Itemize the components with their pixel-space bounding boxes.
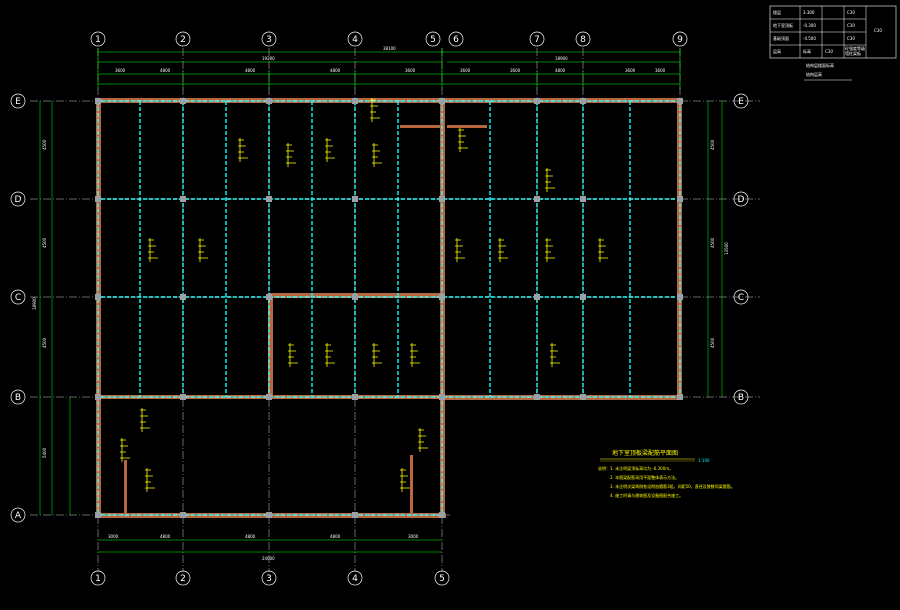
dim-left-total: 18900 bbox=[32, 297, 37, 310]
tb-row2-name: 地下室顶板 bbox=[773, 22, 793, 28]
wall-stair-1 bbox=[124, 460, 127, 515]
dim-bottom-span-2: 4800 bbox=[160, 534, 171, 539]
axis-top-3: 3 bbox=[266, 35, 272, 45]
dim-right-total: 13500 bbox=[724, 242, 729, 255]
tb-row1-grade: C30 bbox=[847, 10, 855, 15]
wall-stair-3 bbox=[400, 125, 440, 128]
note-2: 2. 本图梁配筋采用平面整体表示方法。 bbox=[610, 474, 679, 480]
axis-labels-bottom: 1 2 3 4 5 bbox=[95, 574, 445, 584]
note-4: 4. 施工时请与建筑图及设备图配合施工。 bbox=[610, 492, 683, 498]
dim-top-span-5: 3600 bbox=[405, 68, 416, 73]
tb-row4-col3: C30 bbox=[825, 49, 833, 54]
dim-bottom-total: 24000 bbox=[262, 556, 275, 561]
axis-labels-top: 1 2 3 4 5 6 7 8 9 bbox=[95, 35, 683, 45]
tb-row4-col5: 墙柱梁板 bbox=[845, 50, 861, 56]
drawing-scale: 1:100 bbox=[698, 458, 710, 463]
tb-row1-level: 3.300 bbox=[803, 10, 815, 15]
dim-top-span-4: 4800 bbox=[330, 68, 341, 73]
dim-left-span-1: 4500 bbox=[42, 139, 47, 150]
note-3: 3. 未注明次梁两侧各设附加箍筋3组，间距50，直径及肢数同梁箍筋。 bbox=[610, 483, 735, 489]
dim-top-span-3: 4800 bbox=[245, 68, 256, 73]
axis-right-d: D bbox=[738, 195, 745, 205]
dim-top-span-9: 3600 bbox=[625, 68, 636, 73]
tb-row1-name: 楼层 bbox=[773, 9, 781, 15]
axis-top-5: 5 bbox=[430, 35, 436, 45]
dim-top-span-1: 3600 bbox=[115, 68, 126, 73]
dim-top-right-total: 18900 bbox=[555, 56, 568, 61]
axis-top-4: 4 bbox=[352, 35, 358, 45]
axis-left-b: B bbox=[15, 393, 21, 403]
axis-bottom-1: 1 bbox=[95, 574, 101, 584]
axis-right-e: E bbox=[738, 97, 744, 107]
dim-bottom-span-5: 3000 bbox=[408, 534, 419, 539]
dim-left-span-2: 4500 bbox=[42, 237, 47, 248]
dim-top-span-7: 3600 bbox=[510, 68, 521, 73]
axis-bottom-5: 5 bbox=[439, 574, 445, 584]
tb-row4-col1: 层高 bbox=[773, 48, 781, 54]
drawing-title: 地下室顶板梁配筋平面图 bbox=[612, 449, 678, 457]
wall-mid-3 bbox=[268, 293, 273, 399]
tb-caption-2: 结构层高 bbox=[806, 71, 822, 77]
dim-bottom-span-4: 4800 bbox=[330, 534, 341, 539]
dim-left-span-3: 4500 bbox=[42, 337, 47, 348]
axis-top-2: 2 bbox=[180, 35, 186, 45]
dim-top-span-8: 4800 bbox=[555, 68, 566, 73]
beams bbox=[97, 100, 681, 516]
wall-stair-4 bbox=[447, 125, 487, 128]
axis-top-8: 8 bbox=[580, 35, 586, 45]
tb-row2-grade: C30 bbox=[847, 23, 855, 28]
axis-bubbles-bottom bbox=[90, 570, 450, 586]
tb-row2-level: -0.300 bbox=[803, 23, 816, 28]
dimension-texts: 38100 19200 18900 3600 4800 4800 4800 36… bbox=[32, 46, 729, 561]
axis-lines bbox=[30, 48, 760, 572]
dimension-lines bbox=[39, 48, 723, 553]
title-block: 楼层 3.300 C30 地下室顶板 -0.300 C30 基础顶面 -4.50… bbox=[769, 5, 897, 81]
dim-left-span-4: 5400 bbox=[42, 447, 47, 458]
dim-top-span-6: 3600 bbox=[460, 68, 471, 73]
dim-bottom-span-1: 3000 bbox=[108, 534, 119, 539]
columns bbox=[95, 98, 683, 518]
axis-top-1: 1 bbox=[95, 35, 101, 45]
notes-label: 说明： bbox=[598, 465, 610, 471]
rebar-annotations bbox=[120, 98, 608, 492]
axis-right-b: B bbox=[738, 393, 744, 403]
axis-bottom-4: 4 bbox=[352, 574, 358, 584]
note-1: 1. 未注明梁顶标高均为 -0.300m。 bbox=[610, 465, 673, 471]
tb-row3-name: 基础顶面 bbox=[773, 35, 789, 41]
axis-bubbles-left bbox=[10, 93, 26, 523]
walls bbox=[96, 98, 682, 518]
tb-row3-grade: C30 bbox=[847, 36, 855, 41]
axis-bottom-2: 2 bbox=[180, 574, 186, 584]
tb-row4-col2: 标高 bbox=[803, 48, 811, 54]
axis-top-6: 6 bbox=[453, 35, 459, 45]
axis-right-c: C bbox=[738, 293, 744, 303]
axis-labels-right: E D C B bbox=[738, 97, 745, 403]
axis-bubbles-right bbox=[733, 93, 749, 405]
tb-row3-level: -4.500 bbox=[803, 36, 816, 41]
tb-row4-col4: 砼强度等级 bbox=[845, 45, 865, 51]
dim-top-total: 38100 bbox=[383, 46, 396, 51]
dim-top-span-10: 3600 bbox=[655, 68, 666, 73]
axis-labels-left: E D C B A bbox=[15, 97, 22, 521]
dim-top-left-total: 19200 bbox=[262, 56, 275, 61]
dim-right-span-3: 4500 bbox=[710, 337, 715, 348]
axis-left-e: E bbox=[15, 97, 21, 107]
axis-left-a: A bbox=[15, 511, 22, 521]
wall-stair-2 bbox=[410, 455, 413, 515]
axis-top-7: 7 bbox=[534, 35, 540, 45]
dim-right-span-2: 4500 bbox=[710, 237, 715, 248]
axis-left-d: D bbox=[15, 195, 22, 205]
axis-bottom-3: 3 bbox=[266, 574, 272, 584]
dim-bottom-span-3: 4800 bbox=[245, 534, 256, 539]
axis-top-9: 9 bbox=[677, 35, 683, 45]
tb-side-mark: C30 bbox=[874, 28, 882, 33]
axis-left-c: C bbox=[15, 293, 21, 303]
dim-top-span-2: 4800 bbox=[160, 68, 171, 73]
tb-caption-1: 结构层楼面标高 bbox=[806, 62, 834, 68]
drawing-notes: 地下室顶板梁配筋平面图 1:100 说明： 1. 未注明梁顶标高均为 -0.30… bbox=[598, 449, 735, 498]
dim-right-span-1: 4500 bbox=[710, 139, 715, 150]
axis-bubbles-top bbox=[90, 31, 688, 47]
